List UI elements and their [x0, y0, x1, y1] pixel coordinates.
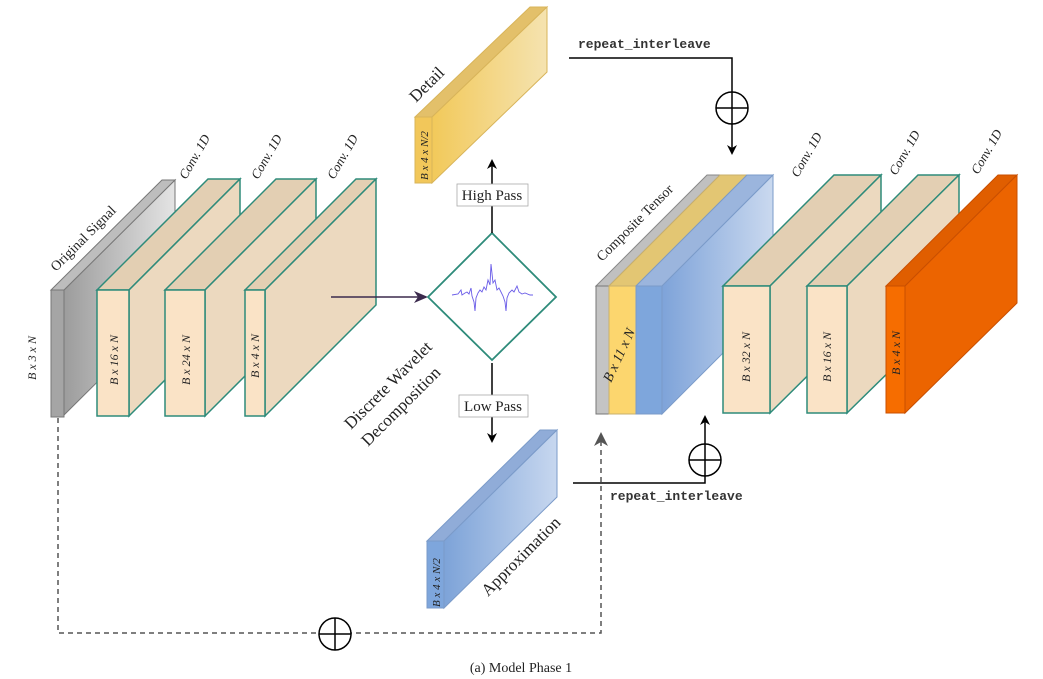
sum-icon-top: [715, 91, 749, 125]
repeat-interleave-top-label: repeat_interleave: [578, 37, 711, 52]
encoder-conv-block-3: [243, 177, 378, 418]
approximation-shape: B x 4 x N/2: [431, 558, 443, 607]
encoder-conv-shape-3: B x 4 x N: [248, 333, 262, 378]
high-pass-label: High Pass: [462, 188, 523, 204]
decoder-conv-op-2: Conv. 1D: [886, 127, 924, 177]
encoder-conv-op-2: Conv. 1D: [248, 131, 286, 181]
low-pass-box: [458, 394, 529, 418]
decoder-conv-op-1: Conv. 1D: [788, 129, 826, 179]
encoder-conv-shape-1: B x 16 x N: [107, 334, 121, 385]
encoder-conv-op-3: Conv. 1D: [324, 131, 362, 181]
sum-icon-bottom: [688, 443, 722, 477]
original-signal-front-face: [50, 289, 65, 418]
sum-icon-skip: [318, 617, 352, 651]
original-signal-shape: B x 3 x N: [25, 335, 39, 380]
approximation-block: [425, 428, 559, 610]
detail-to-composite-connector: [569, 57, 737, 155]
repeat-interleave-bottom-label: repeat_interleave: [610, 489, 743, 504]
decoder-conv-op-3: Conv. 1D: [968, 126, 1006, 176]
encoder-conv-op-1: Conv. 1D: [176, 131, 214, 181]
detail-shape: B x 4 x N/2: [419, 131, 431, 180]
composite-tensor-block: [594, 173, 775, 416]
low-pass-label: Low Pass: [464, 399, 522, 415]
detail-block: [413, 5, 549, 185]
encoder-conv-shape-2: B x 24 x N: [179, 334, 193, 385]
decoder-conv-shape-3: B x 4 x N: [889, 330, 903, 375]
figure-caption: (a) Model Phase 1: [470, 661, 572, 676]
decoder-conv-shape-1: B x 32 x N: [739, 331, 753, 382]
approx-to-composite-connector: [573, 415, 710, 484]
dwt-diamond: [426, 231, 558, 362]
wavelet-icon: [451, 263, 533, 312]
high-pass-box: [456, 183, 529, 207]
decoder-conv-shape-2: B x 16 x N: [820, 331, 834, 382]
decoder-output-block: [884, 173, 1019, 415]
